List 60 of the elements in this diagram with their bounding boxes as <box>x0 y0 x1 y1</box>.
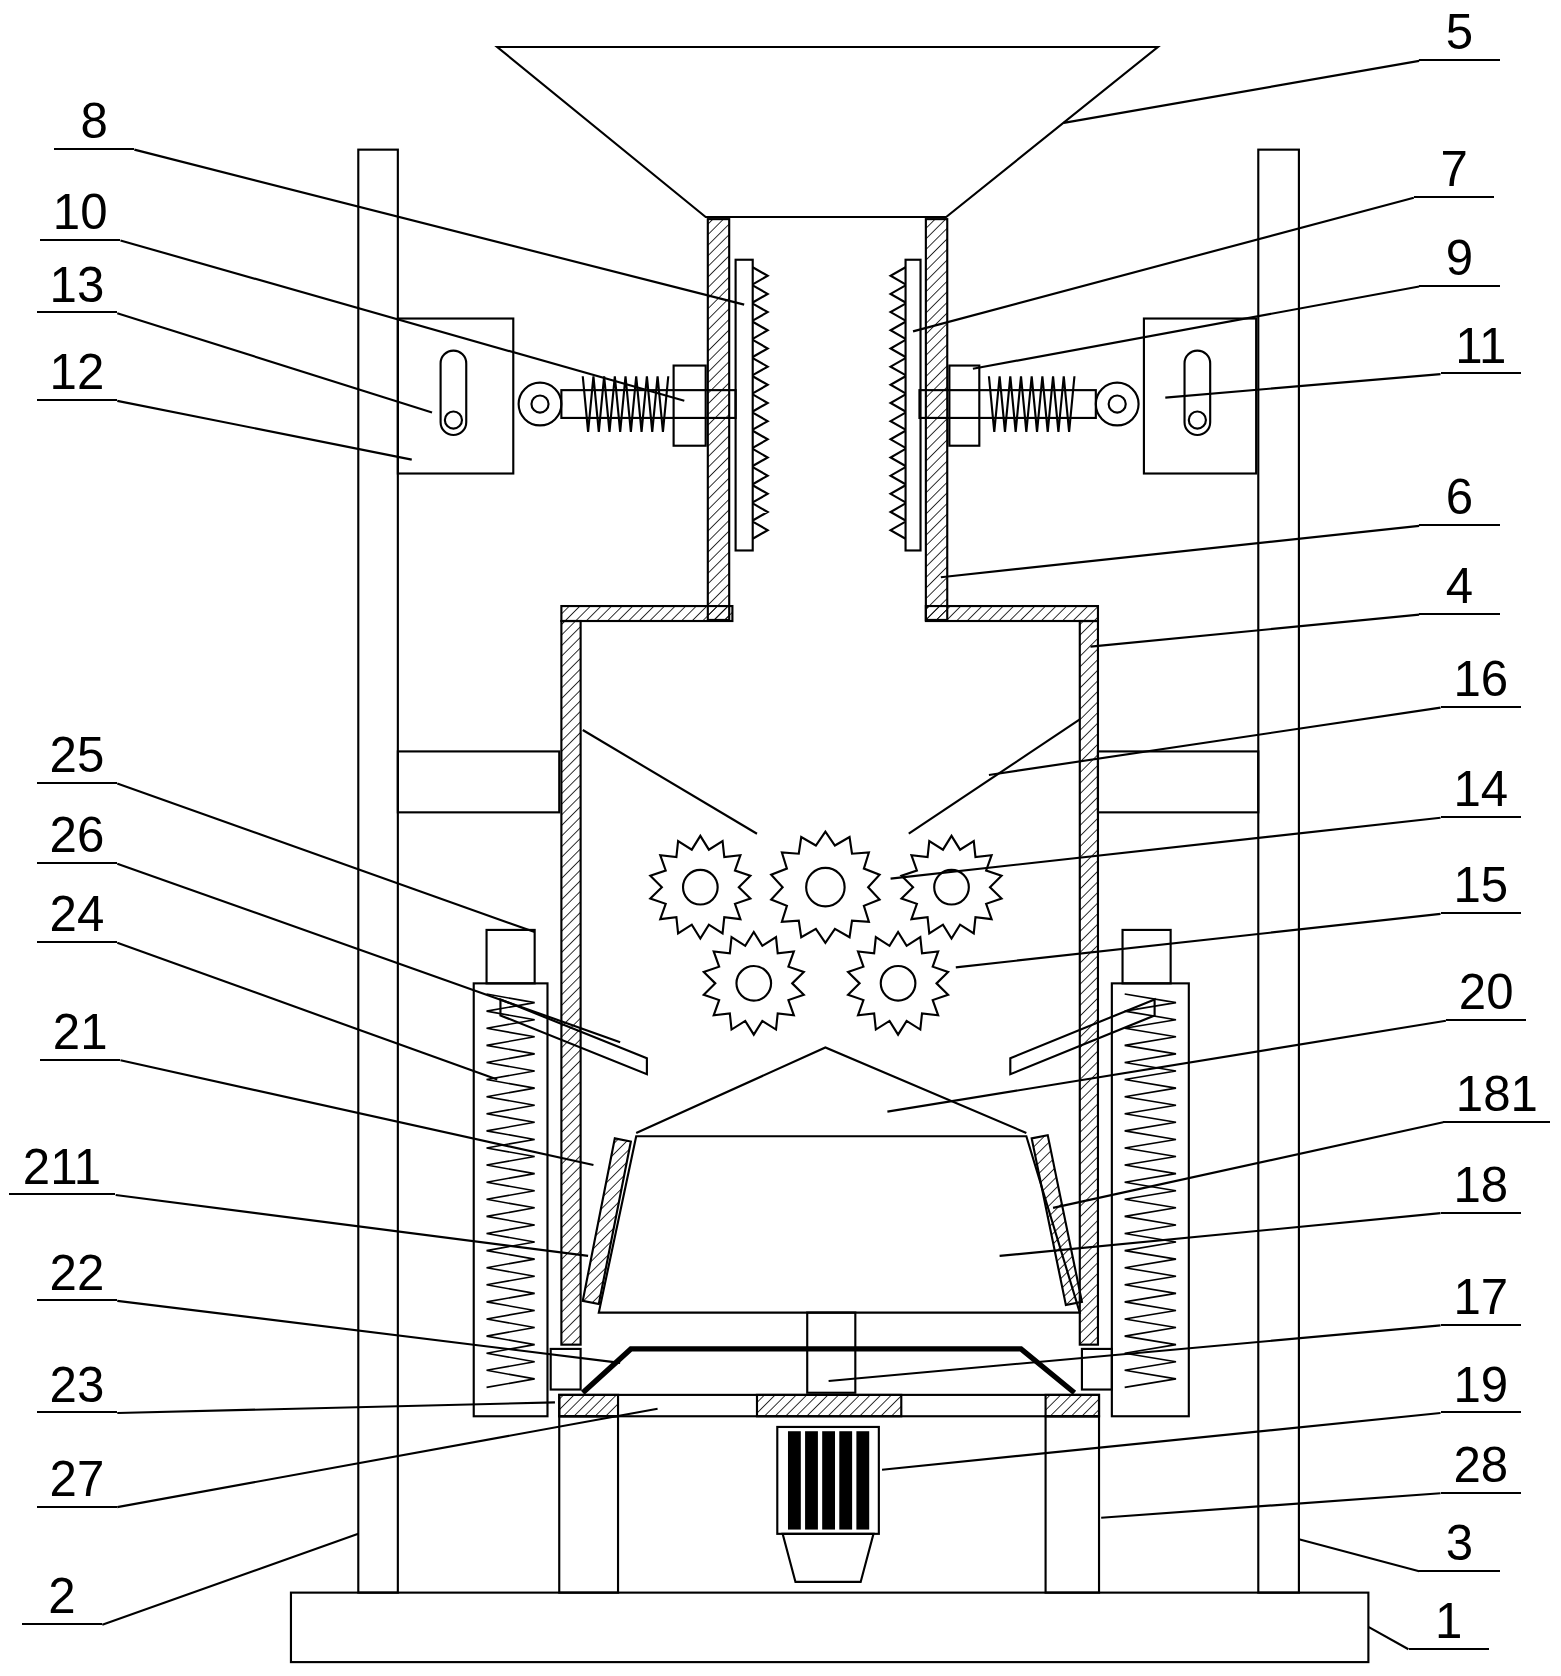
callout-number: 25 <box>36 727 118 784</box>
leader-line <box>890 816 1441 880</box>
leader-line <box>1101 1492 1441 1519</box>
callout-number: 24 <box>36 886 118 943</box>
callout-number: 2 <box>21 1568 103 1626</box>
leader-line <box>117 1407 658 1509</box>
leader-line <box>120 1059 594 1167</box>
callout-number: 181 <box>1443 1065 1551 1123</box>
leader-line <box>117 399 412 461</box>
callout-number: 14 <box>1440 761 1521 818</box>
callout-number: 5 <box>1419 4 1500 61</box>
callout-number: 27 <box>36 1450 118 1508</box>
callout-number: 7 <box>1414 141 1495 198</box>
leader-line <box>887 1019 1447 1113</box>
callout-number: 10 <box>40 183 121 241</box>
leader-line <box>1063 59 1420 124</box>
callout-number: 28 <box>1440 1436 1521 1494</box>
leader-line <box>120 239 685 402</box>
leader-line <box>117 1299 621 1364</box>
leader-line <box>881 1412 1441 1471</box>
callout-number: 23 <box>36 1356 118 1414</box>
callout-number: 22 <box>36 1244 118 1302</box>
leader-line <box>116 941 498 1081</box>
leader-line <box>1165 373 1441 399</box>
callout-number: 211 <box>8 1138 116 1196</box>
leader-line <box>1052 1121 1444 1209</box>
leader-line <box>1090 613 1420 648</box>
leader-line <box>999 1212 1441 1257</box>
leader-line <box>116 312 433 414</box>
callout-number: 21 <box>40 1003 121 1061</box>
callout-number: 11 <box>1440 317 1521 375</box>
callout-number: 9 <box>1419 229 1500 287</box>
callout-number: 13 <box>36 256 118 314</box>
callout-number: 1 <box>1408 1593 1489 1650</box>
callout-number: 26 <box>36 807 118 864</box>
leader-line <box>955 912 1441 969</box>
leader-line <box>1367 1625 1409 1651</box>
callout-number: 19 <box>1440 1356 1521 1414</box>
callout-number: 8 <box>54 93 135 150</box>
callout-number: 6 <box>1419 469 1500 526</box>
callout-number: 16 <box>1440 651 1521 708</box>
leader-line <box>115 1193 589 1257</box>
leader-line <box>101 1532 359 1626</box>
leader-line <box>988 706 1441 776</box>
callout-number: 17 <box>1440 1269 1521 1326</box>
callout-number: 20 <box>1446 964 1527 1022</box>
callout-number: 18 <box>1440 1156 1521 1214</box>
leader-line <box>972 285 1420 370</box>
leader-line <box>1298 1538 1420 1573</box>
callout-number: 4 <box>1419 558 1500 615</box>
leader-line <box>116 782 535 934</box>
leader-line <box>116 862 621 1044</box>
callout-number: 12 <box>36 344 118 401</box>
leader-line <box>117 1401 555 1415</box>
callout-number: 3 <box>1419 1515 1500 1572</box>
leader-line <box>828 1324 1441 1383</box>
leader-line <box>912 196 1415 333</box>
callout-number: 15 <box>1440 857 1521 915</box>
leader-line <box>940 524 1420 579</box>
leader-line <box>134 148 745 306</box>
